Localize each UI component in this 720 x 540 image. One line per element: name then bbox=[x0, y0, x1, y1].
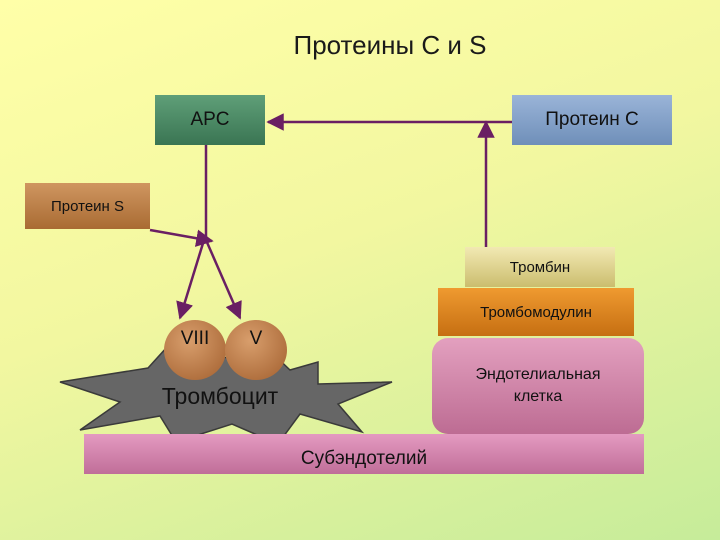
protein-s-box: Протеин S bbox=[25, 183, 150, 229]
factor-viii-label: VIII bbox=[180, 328, 210, 349]
apc-box: APC bbox=[155, 95, 265, 145]
arrow-protein-s-to-junction bbox=[149, 228, 214, 247]
thrombomodulin-box: Тромбомодулин bbox=[438, 288, 634, 336]
thrombin-box: Тромбин bbox=[465, 247, 615, 287]
thrombomodulin-label: Тромбомодулин bbox=[480, 303, 592, 321]
arrow-to-factor-v bbox=[204, 239, 242, 320]
protein-c-label: Протеин C bbox=[545, 109, 639, 130]
thrombin-label: Тромбин bbox=[509, 258, 571, 276]
protein-s-label: Протеин S bbox=[50, 197, 124, 215]
subendothelium-label: Субэндотелий bbox=[300, 448, 428, 469]
platelet-label: Тромбоцит bbox=[161, 383, 279, 409]
subendothelium-bar: Субэндотелий bbox=[84, 434, 644, 474]
diagram-title: Протеины C и S bbox=[293, 30, 487, 60]
factor-viii-circle: VIII bbox=[164, 320, 226, 380]
factor-v-label: V bbox=[249, 328, 263, 349]
protein-c-box: Протеин C bbox=[512, 95, 672, 145]
apc-label: APC bbox=[190, 109, 230, 130]
factor-v-circle: V bbox=[225, 320, 287, 380]
arrow-to-factor-viii bbox=[176, 239, 206, 320]
endothelial-cell-box: Эндотелиальная клетка bbox=[432, 338, 644, 434]
endothelial-cell-label: Эндотелиальная клетка bbox=[475, 366, 601, 405]
